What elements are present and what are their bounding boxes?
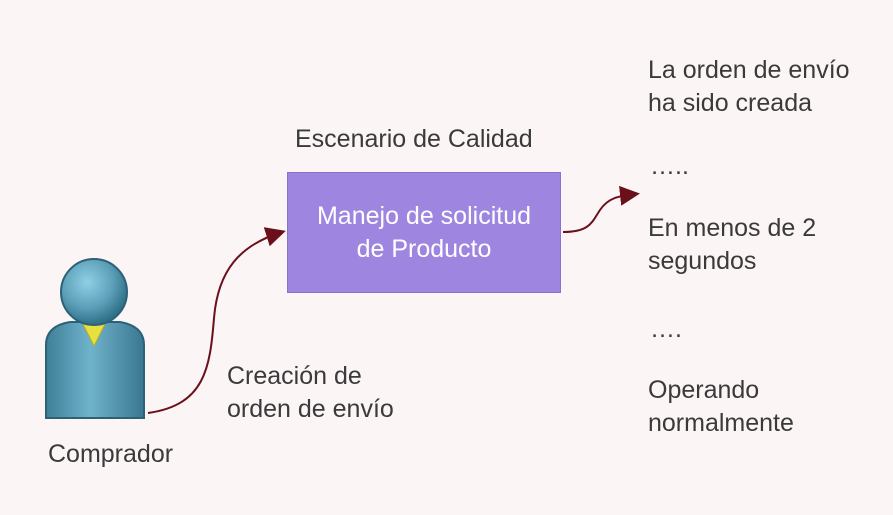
person-icon xyxy=(45,258,145,419)
actor-label: Comprador xyxy=(48,440,174,468)
response-arrow xyxy=(562,185,640,233)
artifact-label-line-1: Manejo de solicitud xyxy=(316,202,531,230)
artifact-label: Manejo de solicitud de Producto xyxy=(287,200,561,266)
response-1-line-1: La orden de envío xyxy=(648,56,850,84)
response-item: La orden de envío ha sido creada xyxy=(648,54,850,120)
stimulus-line-1: Creación de xyxy=(227,362,362,390)
quality-scenario-title: Escenario de Calidad xyxy=(295,125,533,153)
response-2-line-2: segundos xyxy=(648,247,757,275)
stimulus-line-2: orden de envío xyxy=(227,395,394,423)
artifact-label-line-2: de Producto xyxy=(356,235,492,263)
response-item: En menos de 2 segundos xyxy=(648,212,816,278)
response-separator: ….. xyxy=(650,152,689,180)
response-1-line-2: ha sido creada xyxy=(648,89,813,117)
stimulus-arrow xyxy=(147,227,286,414)
artifact-box xyxy=(287,172,561,293)
response-3-line-2: normalmente xyxy=(648,409,794,437)
response-2-line-1: En menos de 2 xyxy=(648,214,817,242)
response-3-line-1: Operando xyxy=(648,376,760,404)
response-separator: …. xyxy=(650,315,682,343)
stimulus-label: Creación de orden de envío xyxy=(227,360,394,426)
response-item: Operando normalmente xyxy=(648,374,794,440)
actor-body xyxy=(45,321,145,419)
actor-head xyxy=(60,258,128,326)
